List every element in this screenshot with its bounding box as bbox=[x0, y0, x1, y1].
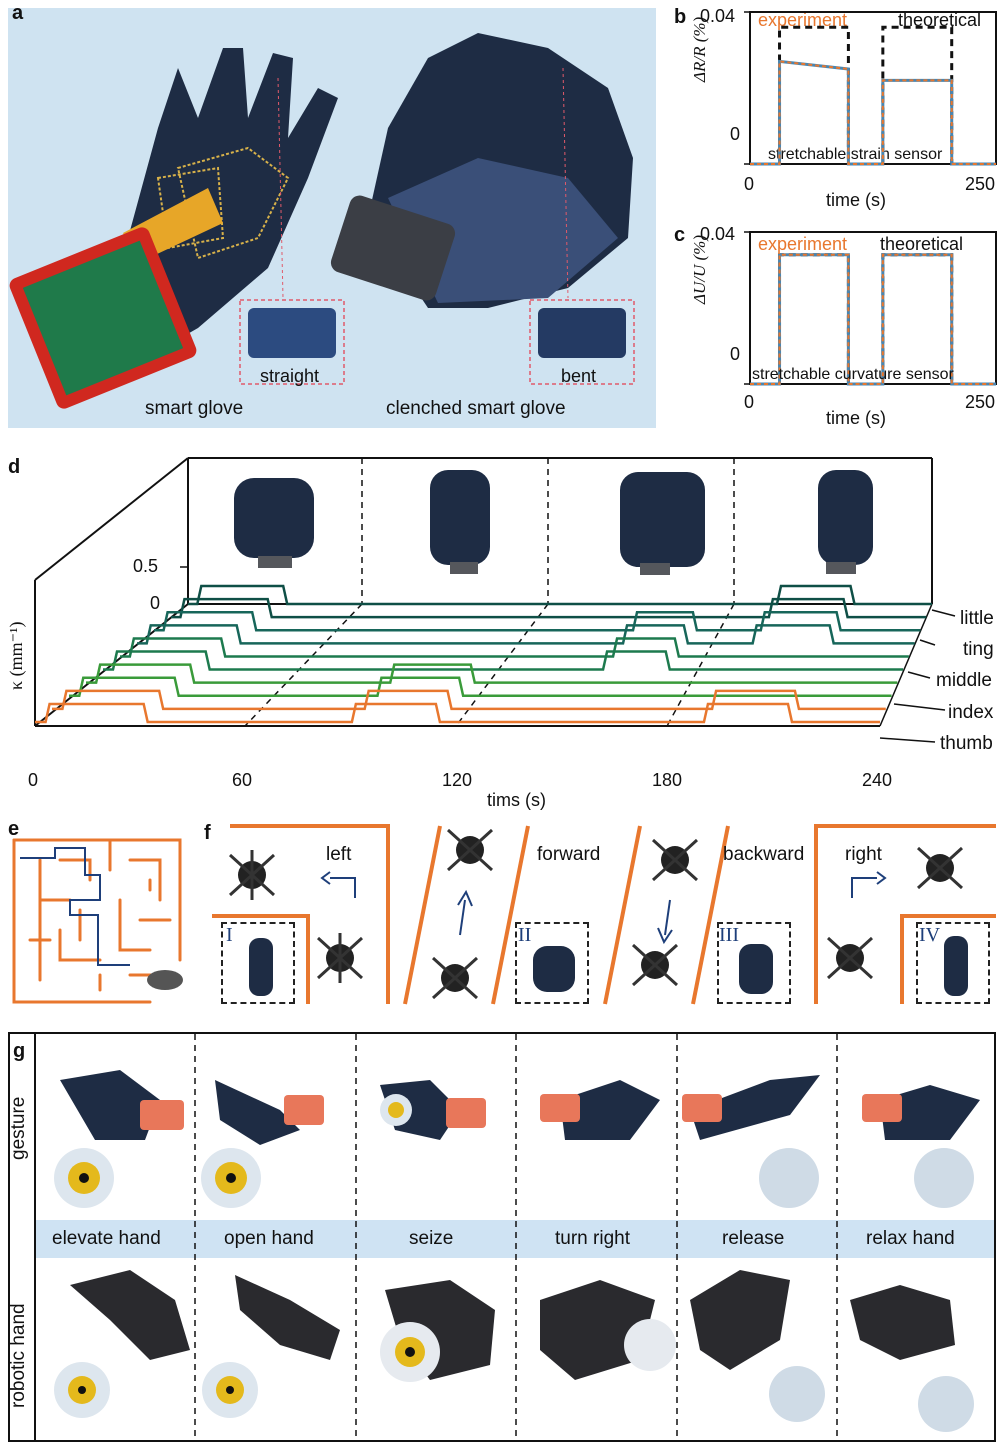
c-legend-theoretical: theoretical bbox=[880, 234, 964, 254]
panel-e-letter: e bbox=[8, 818, 20, 840]
gesture-box-3 bbox=[717, 922, 791, 1004]
clenched-glove-caption: clenched smart glove bbox=[386, 398, 566, 419]
c-xtick-left: 0 bbox=[744, 392, 755, 412]
finger-label-little: little bbox=[960, 608, 994, 629]
c-xtick-right: 250 bbox=[965, 392, 996, 412]
trace-middle-2 bbox=[103, 650, 904, 671]
numeral-III: III bbox=[719, 924, 739, 946]
panel-b-letter: b bbox=[674, 6, 687, 28]
smart-glove-photo bbox=[9, 48, 338, 409]
numeral-IV: IV bbox=[919, 924, 941, 946]
c-ytick-bottom: 0 bbox=[730, 344, 741, 364]
b-xtick-left: 0 bbox=[744, 174, 755, 194]
c-ylabel: ΔU/U (%) bbox=[690, 235, 709, 304]
action-release: release bbox=[722, 1228, 785, 1249]
c-xlabel: time (s) bbox=[826, 408, 886, 428]
gesture-box-1 bbox=[221, 922, 295, 1004]
finger-label-index: index bbox=[948, 702, 994, 723]
action-open-hand: open hand bbox=[224, 1228, 314, 1249]
panel-a-letter: a bbox=[12, 2, 24, 24]
panel-b: b 0.04 0 ΔR/R (%) experiment theoretical… bbox=[660, 0, 1007, 215]
c-ytick-top: 0.04 bbox=[700, 224, 736, 244]
cmd-right: right bbox=[845, 844, 882, 865]
b-xlabel: time (s) bbox=[826, 190, 886, 210]
finger-label-ting: ting bbox=[963, 639, 994, 660]
b-xtick-right: 250 bbox=[965, 174, 996, 194]
cmd-forward: forward bbox=[537, 844, 601, 865]
numeral-II: II bbox=[518, 924, 532, 946]
d-ylabel: κ (mm⁻¹) bbox=[6, 621, 26, 690]
action-turn-right: turn right bbox=[555, 1228, 630, 1249]
c-inner-label: stretchable curvature sensor bbox=[752, 366, 954, 383]
clenched-glove-photo bbox=[330, 33, 633, 308]
trace-ting-1 bbox=[154, 610, 921, 632]
panel-a-illustration bbox=[9, 33, 635, 409]
trace-index-2 bbox=[69, 676, 892, 698]
d-xtick-180: 180 bbox=[652, 770, 683, 790]
trace-ting-2 bbox=[137, 624, 915, 645]
d-xlabel: tims (s) bbox=[487, 790, 546, 810]
action-seize: seize bbox=[409, 1228, 454, 1249]
gesture-box-4 bbox=[916, 922, 990, 1004]
panel-c-letter: c bbox=[674, 224, 686, 246]
g-row-label-robotic-hand: robotic hand bbox=[8, 1303, 29, 1408]
panel-g bbox=[8, 1032, 996, 1442]
cmd-backward: backward bbox=[723, 844, 805, 865]
b-ylabel: ΔR/R (%) bbox=[690, 16, 709, 82]
finger-label-middle: middle bbox=[936, 670, 992, 691]
action-relax-hand: relax hand bbox=[866, 1228, 955, 1249]
b-ytick-bottom: 0 bbox=[730, 124, 741, 144]
d-xtick-240: 240 bbox=[862, 770, 893, 790]
b-legend-theoretical: theoretical bbox=[898, 10, 982, 30]
bent-label: bent bbox=[561, 366, 597, 386]
trace-index-1 bbox=[86, 663, 898, 684]
g-row-label-gesture: gesture bbox=[8, 1096, 29, 1160]
action-elevate-hand: elevate hand bbox=[52, 1228, 161, 1249]
cmd-left: left bbox=[326, 844, 352, 865]
g-row-divider bbox=[34, 1032, 36, 1442]
panel-a: a straight bent smart glove clenched sma… bbox=[8, 2, 656, 428]
trace-little-2 bbox=[171, 597, 927, 619]
d-xtick-0: 0 bbox=[28, 770, 39, 790]
gesture-box-2 bbox=[515, 922, 589, 1004]
panel-d-letter: d bbox=[8, 456, 21, 478]
b-legend-experiment: experiment bbox=[758, 10, 848, 30]
c-legend-experiment: experiment bbox=[758, 234, 848, 254]
panel-c: c 0.04 0 ΔU/U (%) experiment theoretical… bbox=[660, 218, 1007, 433]
d-xtick-120: 120 bbox=[442, 770, 473, 790]
panel-g-letter: g bbox=[13, 1040, 26, 1062]
b-inner-label: stretchable strain sensor bbox=[768, 146, 943, 163]
smart-glove-caption: smart glove bbox=[145, 398, 244, 419]
trace-thumb-1 bbox=[52, 689, 886, 711]
action-band bbox=[36, 1220, 994, 1258]
straight-label: straight bbox=[260, 366, 320, 386]
b-ytick-top: 0.04 bbox=[700, 6, 736, 26]
d-ytick-bottom: 0 bbox=[150, 593, 161, 613]
trace-thumb-2 bbox=[35, 702, 880, 724]
numeral-I: I bbox=[226, 924, 233, 946]
trace-middle-1 bbox=[120, 637, 909, 658]
trace-little-1 bbox=[188, 584, 932, 606]
d-xtick-60: 60 bbox=[232, 770, 253, 790]
panel-f-letter: f bbox=[204, 822, 211, 844]
d-ytick-top: 0.5 bbox=[133, 556, 159, 576]
finger-label-thumb: thumb bbox=[940, 733, 993, 754]
